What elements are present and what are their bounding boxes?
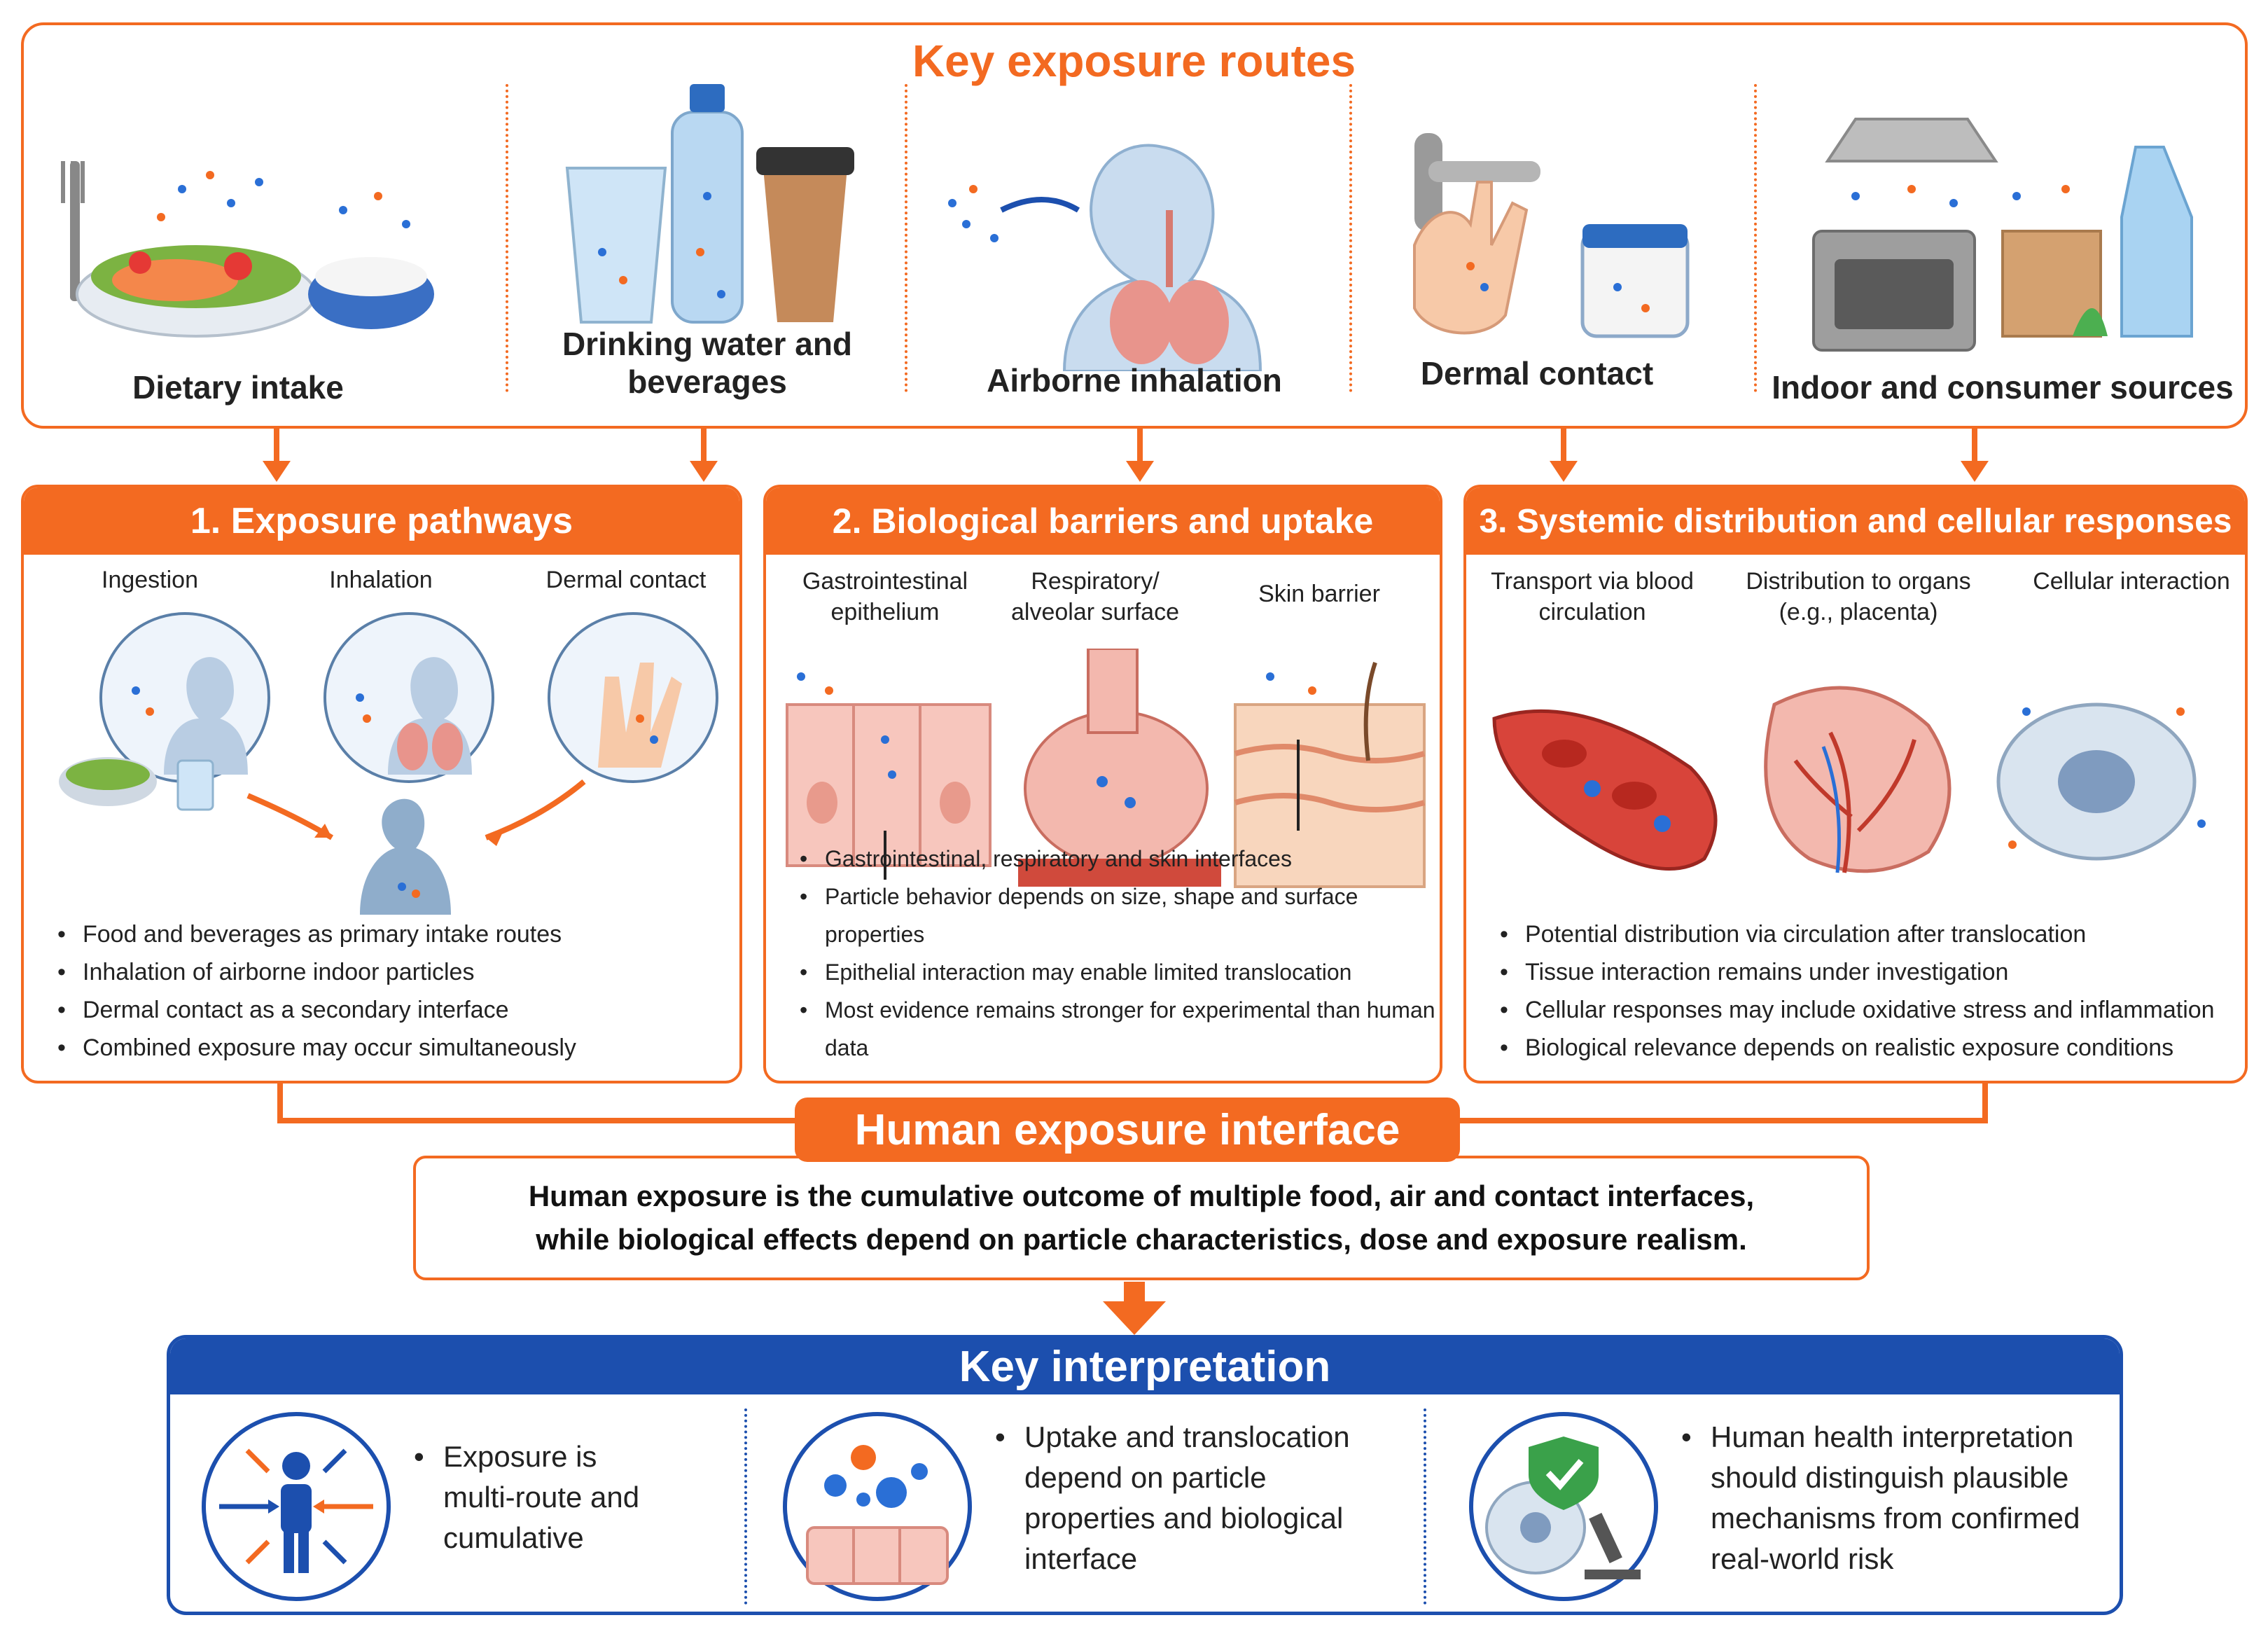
routes-title: Key exposure routes [912, 36, 1356, 86]
sublabel-gastrointestinal: Gastrointestinal epithelium [802, 568, 968, 625]
bullet-item: Particle behavior depends on size, shape… [794, 878, 1440, 953]
sublabel-inhalation: Inhalation [329, 567, 433, 593]
interface-summary-line: while biological effects depend on parti… [536, 1223, 1747, 1256]
bullet-item: Gastrointestinal, respiratory and skin i… [794, 840, 1440, 878]
panel-systemic-distribution: 3. Systemic distribution and cellular re… [1463, 485, 2248, 1083]
sublabel-blood-transport: Transport via blood circulation [1491, 568, 1694, 625]
bullet-item: Epithelial interaction may enable limite… [794, 953, 1440, 991]
panel-bullets: Gastrointestinal, respiratory and skin i… [794, 840, 1440, 1067]
route-label: Indoor and consumer sources [1772, 369, 2234, 406]
sublabel-respiratory: Respiratory/ alveolar surface [1010, 568, 1179, 625]
drinking-water-illustration [565, 84, 854, 324]
interpretation-line: Uptake and translocation [1024, 1420, 1350, 1453]
bullet-item: Potential distribution via circulation a… [1494, 915, 2215, 953]
bullet-item: Biological relevance depends on realisti… [1494, 1029, 2215, 1067]
route-dermal-contact: Dermal contact [1372, 56, 1702, 420]
sublabel-ingestion: Ingestion [102, 567, 198, 593]
route-drinking-water: Drinking water and beverages [532, 56, 882, 420]
interpretation-text: • Human health interpretation should dis… [1681, 1417, 2080, 1579]
interpretation-line: cumulative [443, 1521, 584, 1554]
panel-bullets: Food and beverages as primary intake rou… [52, 915, 576, 1067]
panel-title: 1. Exposure pathways [24, 487, 739, 555]
route-divider [1349, 84, 1352, 392]
down-arrow-icon [1103, 1282, 1166, 1335]
interpretation-item: • Exposure is multi-route and cumulative [191, 1408, 751, 1605]
interface-summary-box: Human exposure is the cumulative outcome… [413, 1156, 1870, 1280]
interpretation-line: Human health interpretation [1711, 1420, 2074, 1453]
interpretation-text: • Exposure is multi-route and cumulative [414, 1436, 640, 1558]
interpretation-line: properties and biological [1024, 1502, 1344, 1535]
interpretation-item: • Human health interpretation should dis… [1459, 1408, 2117, 1605]
shield-microscope-icon [1469, 1412, 1658, 1601]
bullet-item: Most evidence remains stronger for exper… [794, 991, 1440, 1067]
multi-route-person-icon [202, 1412, 391, 1601]
route-label: Airborne inhalation [987, 362, 1282, 399]
routes-box [21, 22, 2248, 429]
interpretation-line: Exposure is [443, 1440, 597, 1473]
route-label: Dermal contact [1420, 355, 1654, 392]
dermal-contact-illustration [1413, 133, 1690, 338]
interpretation-item: • Uptake and translocation depend on par… [772, 1408, 1445, 1605]
bullet-item: Combined exposure may occur simultaneous… [52, 1029, 576, 1067]
key-interpretation-box: Key interpretation • Exposure is multi-r… [167, 1335, 2123, 1615]
route-divider [506, 84, 508, 392]
sublabel-organ-distribution: Distribution to organs (e.g., placenta) [1746, 568, 1971, 625]
sublabel-dermal-contact: Dermal contact [545, 567, 707, 593]
interpretation-line: mechanisms from confirmed [1711, 1502, 2080, 1535]
panel-title: 2. Biological barriers and uptake [766, 487, 1440, 555]
route-label: Drinking water and beverages [562, 326, 853, 400]
panel-bullets: Potential distribution via circulation a… [1494, 915, 2215, 1067]
bullet-item: Inhalation of airborne indoor particles [52, 953, 576, 991]
route-divider [905, 84, 907, 392]
interface-connector-lines [277, 1083, 1988, 1123]
airborne-inhalation-illustration [948, 144, 1262, 371]
interpretation-divider [1424, 1408, 1426, 1605]
interpretation-text: • Uptake and translocation depend on par… [995, 1417, 1350, 1579]
indoor-consumer-illustration [1812, 118, 2193, 352]
bullet-item: Cellular responses may include oxidative… [1494, 991, 2215, 1029]
dietary-intake-illustration [61, 161, 434, 338]
bullet-item: Dermal contact as a secondary interface [52, 991, 576, 1029]
interface-summary-line: Human exposure is the cumulative outcome… [528, 1179, 1755, 1212]
exposure-pathways-illustration [59, 612, 718, 915]
bullet-item: Tissue interaction remains under investi… [1494, 953, 2215, 991]
interpretation-line: interface [1024, 1542, 1138, 1575]
route-airborne-inhalation: Airborne inhalation [924, 56, 1344, 420]
panel-exposure-pathways: 1. Exposure pathways Ingestion Inhalatio… [21, 485, 742, 1083]
interpretation-line: should distinguish plausible [1711, 1461, 2069, 1494]
sublabel-cellular-interaction: Cellular interaction [2033, 568, 2230, 595]
interpretation-divider [744, 1408, 747, 1605]
interpretation-line: multi-route and [443, 1481, 640, 1514]
route-dietary-intake: Dietary intake [42, 56, 434, 420]
route-label: Dietary intake [132, 369, 344, 406]
particles [157, 171, 410, 228]
particle-uptake-icon [783, 1412, 972, 1601]
bullet-item: Food and beverages as primary intake rou… [52, 915, 576, 953]
panel-title: 3. Systemic distribution and cellular re… [1466, 487, 2245, 555]
route-divider [1754, 84, 1757, 392]
interface-title: Human exposure interface [795, 1098, 1460, 1162]
route-to-panel-arrows [263, 427, 1989, 482]
interpretation-line: real-world risk [1711, 1542, 1894, 1575]
route-indoor-consumer: Indoor and consumer sources [1772, 56, 2234, 420]
systemic-distribution-illustration [1492, 686, 2206, 873]
interpretation-line: depend on particle [1024, 1461, 1267, 1494]
interpretation-title: Key interpretation [170, 1338, 2120, 1394]
sublabel-skin-barrier: Skin barrier [1258, 581, 1380, 607]
panel-biological-barriers: 2. Biological barriers and uptake Gastro… [763, 485, 1442, 1083]
